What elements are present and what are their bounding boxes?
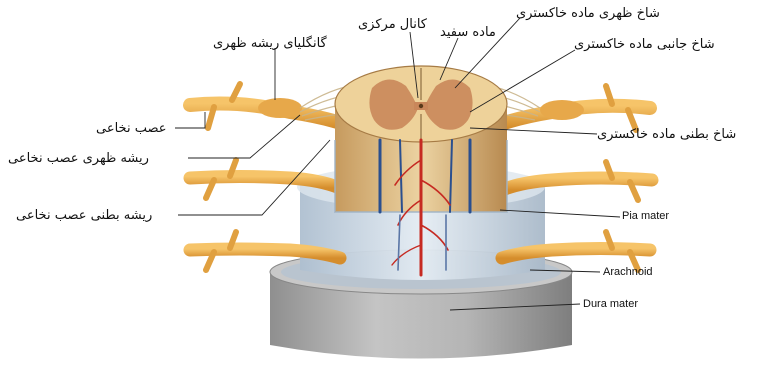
label-ventral-root: ریشه بطنی عصب نخاعی — [16, 208, 152, 223]
label-dorsal-horn: شاخ ظهری ماده خاکستری — [516, 6, 660, 21]
label-dura-mater: Dura mater — [583, 298, 638, 311]
label-spinal-nerve: عصب نخاعی — [96, 121, 167, 136]
label-dorsal-root-ganglion: گانگلیای ریشه ظهری — [213, 36, 327, 51]
label-white-matter: ماده سفید — [440, 25, 496, 40]
central-canal-dot — [419, 104, 423, 108]
label-pia-mater: Pia mater — [622, 210, 669, 223]
label-central-canal: کانال مرکزی — [358, 17, 427, 32]
label-lateral-horn: شاخ جانبی ماده خاکستری — [574, 37, 715, 52]
label-ventral-horn: شاخ بطنی ماده خاکستری — [597, 127, 736, 142]
label-dorsal-root: ریشه ظهری عصب نخاعی — [8, 151, 149, 166]
label-arachnoid: Arachnoid — [603, 266, 653, 279]
